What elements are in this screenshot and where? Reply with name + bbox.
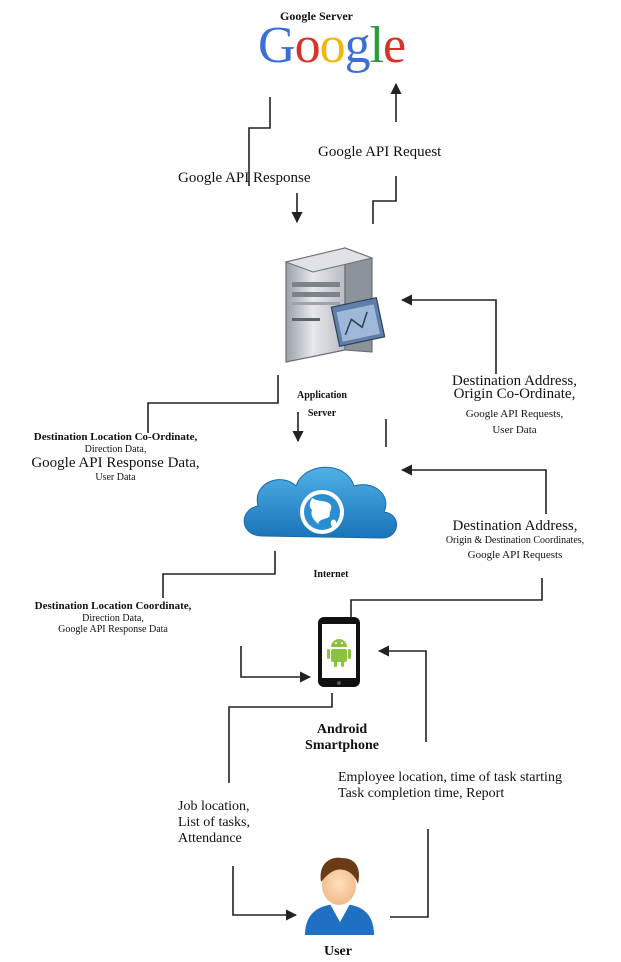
flow-line: Direction Data, <box>84 443 147 455</box>
internet-label: Internet <box>313 569 349 580</box>
google-logo: Google <box>258 17 406 74</box>
smartphone-label-line1: Android <box>316 722 368 737</box>
user-to-phone-data: Employee location, time of task starting… <box>338 770 562 802</box>
flow-line: Destination Address, <box>452 518 578 534</box>
logo-letter: l <box>369 17 384 74</box>
logo-letter: g <box>344 17 371 74</box>
smartphone-label-line2: Smartphone <box>305 738 379 754</box>
flow-line: Google API Response Data, <box>31 455 200 472</box>
app-server-label-line1: Application <box>296 390 347 401</box>
phone-to-internet-data: Destination Address, Origin & Destinatio… <box>410 518 620 561</box>
flow-line: Employee location, time of task starting <box>338 770 562 785</box>
google-api-response-label: Google API Response <box>178 170 311 186</box>
flow-line: User Data <box>492 424 537 437</box>
flow-line: Destination Location Co-Ordinate, <box>33 431 198 443</box>
flow-line: Destination Address, <box>452 373 577 389</box>
internet-to-server-data: Destination Address, Origin Co-Ordinate,… <box>432 373 597 437</box>
server-icon <box>284 247 386 363</box>
google-request-connector <box>372 82 402 224</box>
app-server-label: Application Server <box>296 390 348 419</box>
flow-line: Origin & Destination Coordinates, <box>445 535 585 547</box>
flow-line: Direction Data, <box>82 612 144 624</box>
phone-to-user-connector <box>228 693 333 921</box>
logo-letter: o <box>294 17 321 74</box>
user-to-phone-connector <box>377 645 429 918</box>
flow-line: Origin Co-Ordinate, <box>453 386 576 403</box>
android-phone-icon <box>318 617 360 687</box>
flow-line: Task completion time, Report <box>338 786 505 802</box>
user-label: User <box>324 944 352 959</box>
flow-line: User Data <box>95 472 136 484</box>
google-response-connector <box>248 97 303 224</box>
flow-line: List of tasks, <box>178 815 250 831</box>
smartphone-label: Android Smartphone <box>292 722 392 754</box>
flow-line: Destination Location Coordinate, <box>34 600 192 612</box>
internet-to-phone-data: Destination Location Coordinate, Directi… <box>8 600 218 636</box>
app-server-label-line2: Server <box>307 407 337 419</box>
flow-line: Attendance <box>178 831 242 847</box>
phone-to-internet-connector <box>350 464 547 617</box>
internet-to-server-connector <box>385 294 497 447</box>
cloud-globe-icon <box>243 466 397 539</box>
internet-to-phone-connector <box>162 551 312 683</box>
logo-letter: o <box>319 17 346 74</box>
server-to-internet-connector <box>147 375 304 443</box>
logo-letter: G <box>258 17 296 74</box>
server-to-internet-data: Destination Location Co-Ordinate, Direct… <box>8 431 223 484</box>
google-server-title: Google Server <box>280 9 353 23</box>
user-avatar-icon <box>305 857 374 935</box>
logo-letter: e <box>383 17 406 74</box>
phone-to-user-data: Job location, List of tasks, Attendance <box>178 799 250 847</box>
flow-line: Google API Requests <box>467 548 563 561</box>
google-api-request-label: Google API Request <box>318 144 442 160</box>
flow-line: Google API Response Data <box>58 624 168 636</box>
flow-line: Google API Requests, <box>465 407 564 420</box>
flow-line: Job location, <box>178 799 250 814</box>
